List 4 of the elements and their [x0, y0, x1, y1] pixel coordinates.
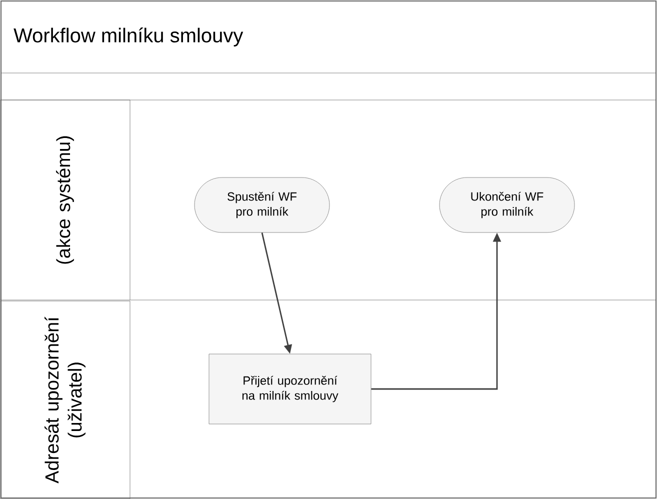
title: Workflow milníku smlouvy — [14, 28, 244, 46]
process-box: Přijetí upozornění na milník smlouvy — [208, 354, 372, 424]
lane-header: Adresát upozornění (uživatel) — [0, 300, 130, 499]
lane-header: (akce systému) — [0, 100, 130, 300]
